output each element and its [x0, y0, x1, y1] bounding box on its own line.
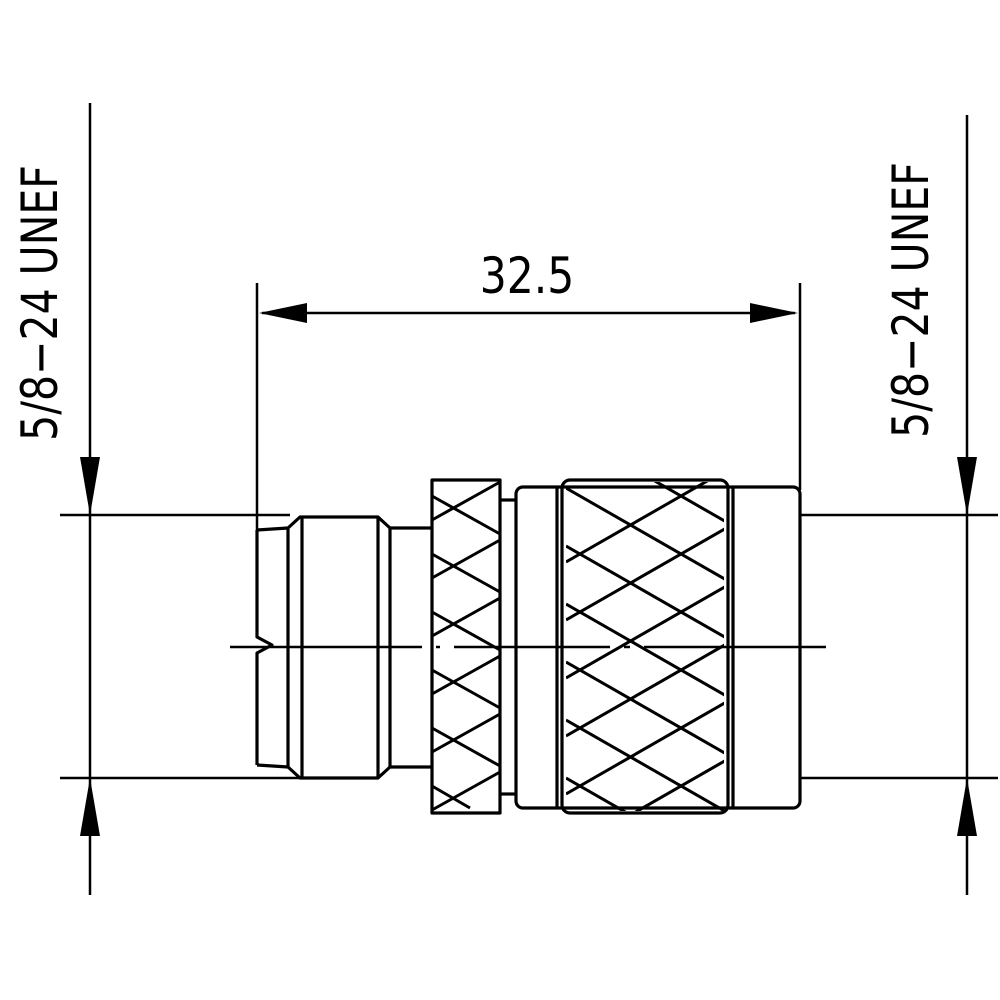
arrow-up-icon: [957, 778, 977, 836]
overall-length-dimension: 32.5: [255, 247, 802, 530]
knurled-body: [560, 478, 730, 815]
arrow-down-icon: [80, 457, 100, 515]
arrow-up-icon: [80, 778, 100, 836]
right-thread-label: 5/8−24 UNEF: [882, 162, 940, 438]
arrow-right-icon: [750, 303, 798, 323]
left-thread-dimension: 5/8−24 UNEF: [11, 103, 300, 895]
arrow-left-icon: [259, 303, 307, 323]
right-thread-dimension: 5/8−24 UNEF: [800, 115, 998, 895]
left-thread-label: 5/8−24 UNEF: [11, 165, 69, 441]
length-value: 32.5: [480, 247, 575, 305]
arrow-down-icon: [957, 457, 977, 515]
